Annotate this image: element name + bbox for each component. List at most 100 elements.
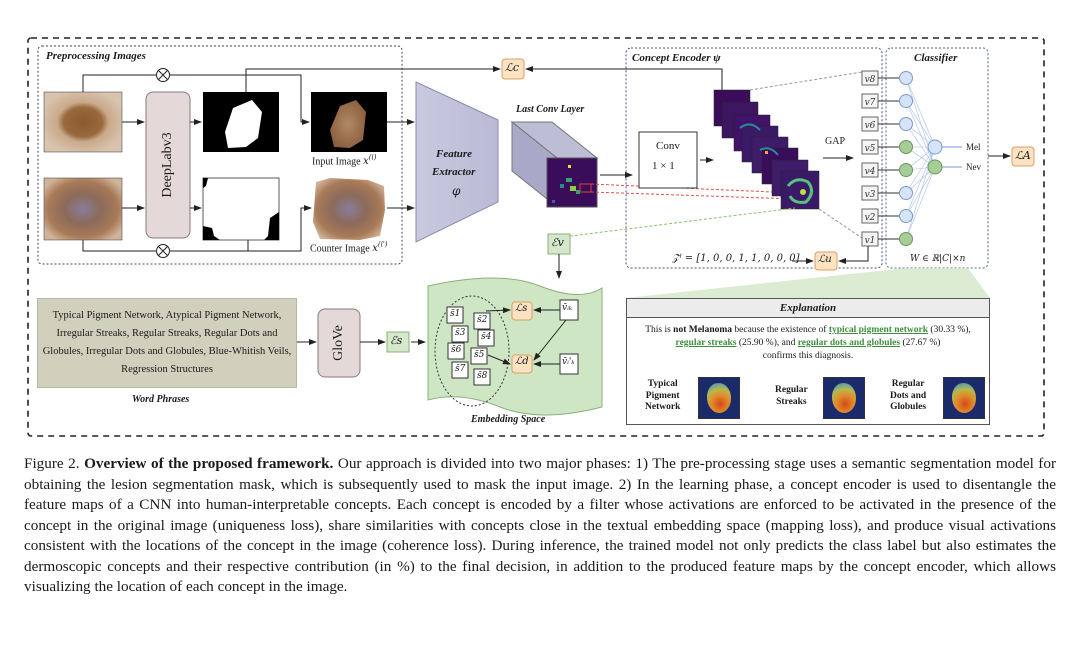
mask-image-2: [202, 177, 280, 241]
concept-embedding-label: s̄7: [455, 364, 466, 374]
mapping-loss-s-box: [511, 301, 533, 321]
deeplab-box: [145, 91, 191, 239]
text-encoder-box: [386, 331, 410, 353]
concept-vector-label: v6: [865, 121, 876, 131]
concept-embedding-box: [447, 342, 465, 360]
concept-embedding-label: s̄2: [477, 315, 488, 325]
concept-embedding-label: s̄6: [451, 345, 462, 355]
visual-embedding-label: v̄ᵢₖ: [562, 303, 573, 313]
framework-figure: v8 v7 v6 v5 v4 v3 v2 v1 Preprocessing Images De…: [27, 37, 1045, 437]
preprocessing-title: Preprocessing Images: [46, 50, 146, 62]
concept-embedding-box: [473, 312, 491, 330]
counter-image-label: Counter Image x(i'): [310, 241, 388, 255]
coherence-loss-box: [501, 58, 525, 80]
concept-feature-maps: [713, 89, 820, 210]
caption-body: Our approach is divided into two major p…: [24, 455, 1057, 595]
classifier-input-node: [899, 140, 913, 154]
glove-label: GloVe: [331, 325, 346, 361]
explanation-connector: [626, 268, 990, 298]
concept-vector-label: v5: [865, 144, 876, 154]
classifier-input-node: [899, 163, 913, 177]
uniqueness-loss-label: ℒu: [818, 254, 832, 265]
concept-cluster: [434, 295, 510, 407]
classification-loss-box: [1011, 146, 1035, 167]
z-vector: 𝒵ⁱ = [1, 0, 0, 1, 1, 0, 0, 0]: [672, 253, 800, 264]
concept-heatmap-1: [698, 377, 740, 419]
feature-extractor-symbol: φ: [452, 184, 461, 198]
mapping-loss-d-box: [511, 354, 533, 374]
classification-loss-label: ℒA: [1015, 149, 1031, 162]
word-phrases-box: Typical Pigment Network, Atypical Pigmen…: [37, 298, 297, 388]
concept-embedding-label: s̄1: [450, 309, 461, 319]
concept-link-2: regular streaks: [675, 338, 737, 348]
framework-diagram: v8 v7 v6 v5 v4 v3 v2 v1: [27, 37, 1045, 437]
concept-embedding-box: [446, 306, 464, 324]
concept-vector-label: v7: [865, 98, 876, 108]
concept-link-3: regular dots and globules: [797, 338, 901, 348]
concept-vector-label: v8: [865, 75, 876, 85]
concept-vector-label: v4: [865, 167, 876, 177]
concept-embedding-box: [470, 347, 488, 365]
glove-box: [317, 308, 361, 378]
concept-encoder-frame: [625, 47, 883, 269]
classifier-input-node: [899, 232, 913, 246]
feature-extractor: [415, 81, 499, 243]
concept-embedding-box: [451, 361, 469, 379]
embedding-space-title: Embedding Space: [471, 414, 546, 425]
weight-label: W ∈ ℝ|C|×n: [910, 254, 966, 264]
concept-embedding-label: s̄4: [481, 332, 492, 342]
concept-embedding-box: [473, 368, 491, 386]
concept-embedding-box: [451, 325, 469, 343]
classifier-input-node: [899, 94, 913, 108]
visual-encoder-label: ℰv: [551, 236, 564, 249]
concept-embedding-label: s̄5: [474, 350, 485, 360]
mapping-loss-d-label: ℒd: [515, 356, 529, 367]
feature-extractor-line1: Feature: [436, 148, 473, 160]
mask-shape-1: [225, 100, 262, 148]
classifier-input-node: [899, 186, 913, 200]
embedding-space-sheet: [427, 277, 603, 416]
concept-embedding-label: s̄3: [455, 328, 466, 338]
classifier-output-node: [927, 159, 943, 175]
concept-vector-label: v1: [865, 236, 876, 246]
mapping-loss-s-label: ℒs: [515, 303, 528, 314]
classifier-input-node: [899, 71, 913, 85]
coherence-loss-label: ℒc: [505, 61, 520, 74]
concept-encoder-title: Concept Encoder ψ: [632, 52, 721, 64]
concept-embedding-box: [477, 329, 495, 347]
explanation-text: This is not Melanoma because the existen…: [645, 325, 971, 361]
concept-heatmap-3: [943, 377, 985, 419]
feature-extractor-line2: Extractor: [432, 166, 476, 178]
output-mel: Mel: [966, 142, 981, 152]
counter-visual-embedding-label: v̄ᵢ'ₖ: [562, 357, 575, 367]
concept-link-1: typical pigment network: [828, 325, 929, 335]
classifier-frame: [885, 47, 989, 269]
uniqueness-loss-box: [814, 251, 838, 271]
concept-embedding-label: s̄8: [477, 371, 488, 381]
gap-label: GAP: [825, 136, 846, 147]
original-image-2: [43, 177, 123, 241]
concept-vector-label: v2: [865, 213, 876, 223]
output-nev: Nev: [966, 162, 981, 172]
classifier-input-node: [899, 209, 913, 223]
input-image-label: Input Image x(i): [312, 154, 377, 168]
text-encoder-label: ℰs: [390, 334, 403, 347]
figure-number: Figure 2.: [24, 455, 80, 472]
concept-embeddings: [446, 306, 495, 386]
conv-label: Conv: [656, 140, 680, 152]
deeplab-label: DeepLabv3: [160, 132, 175, 198]
outer-frame: [27, 37, 1045, 437]
caption-title: Overview of the proposed framework.: [84, 455, 334, 472]
conv-1x1-box: [638, 131, 698, 189]
last-conv-title: Last Conv Layer: [516, 104, 585, 115]
concept-vectors: v8 v7 v6 v5 v4 v3 v2 v1: [861, 70, 879, 247]
classifier-title: Classifier: [914, 52, 958, 64]
original-image-1: [43, 91, 123, 153]
concept-vector-label: v3: [865, 190, 876, 200]
figure-caption: Figure 2. Overview of the proposed frame…: [24, 454, 1056, 598]
conv-kernel-label: 1 × 1: [652, 160, 675, 172]
explanation-title: Explanation: [627, 299, 989, 318]
